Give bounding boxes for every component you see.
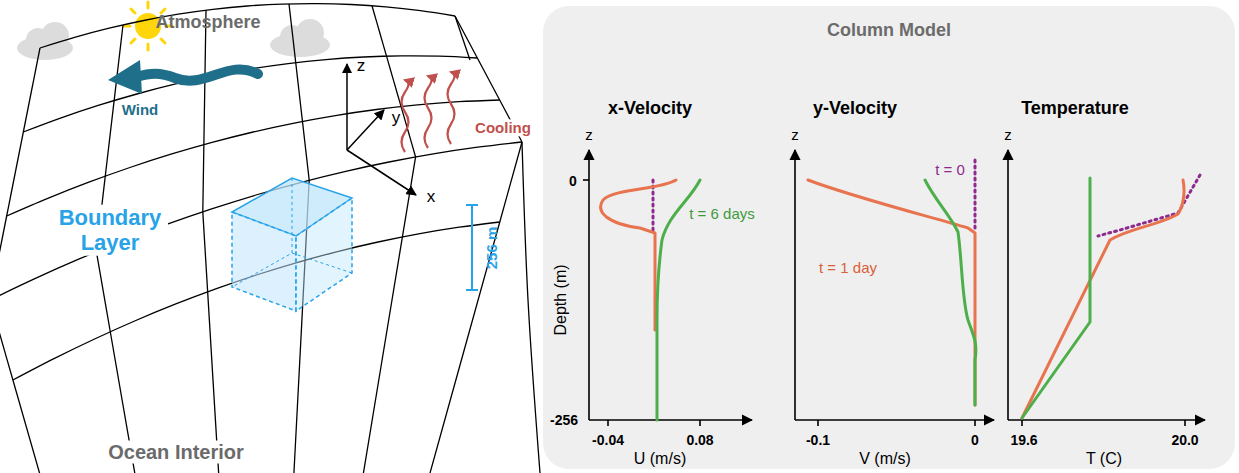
wind-arrow (108, 60, 258, 94)
cloud (270, 19, 330, 57)
tick-label: -0.1 (806, 432, 830, 448)
axis-title: Depth (m) (552, 264, 570, 335)
region-label: Atmosphere (155, 12, 260, 33)
axis-label: z (791, 126, 799, 143)
boundary-layer-cell (232, 178, 352, 311)
plot-title: y-Velocity (813, 98, 897, 119)
tick-label: 19.6 (1010, 432, 1037, 448)
axis-title: V (m/s) (859, 450, 911, 468)
tick-label: 0 (569, 173, 577, 189)
depth-bracket (466, 205, 478, 290)
tick-label: -0.04 (592, 432, 624, 448)
axis-label: x (427, 187, 436, 207)
axis-label: z (1004, 126, 1012, 143)
plot-title: x-Velocity (608, 98, 692, 119)
axis-label: y (392, 108, 401, 128)
tick-label: 20.0 (1171, 432, 1198, 448)
ocean-grid (0, 4, 540, 473)
axis-label: z (357, 56, 366, 76)
axis-label: z (585, 126, 593, 143)
coordinate-axes (347, 64, 416, 195)
cooling-label: Cooling (472, 119, 534, 136)
tick-label: -256 (550, 412, 578, 428)
panel-title: Column Model (543, 20, 1235, 41)
tick-label: 0.08 (686, 432, 713, 448)
curve-label: t = 6 days (686, 205, 757, 222)
curve-label: t = 1 day (816, 259, 880, 276)
region-label: Ocean Interior (105, 441, 247, 464)
dimension-label: 256 m (483, 227, 500, 270)
cooling-arrows (402, 72, 455, 152)
plot-title: Temperature (1021, 98, 1129, 119)
wind-label: Wind (122, 101, 159, 118)
panel-box: Column Model (543, 6, 1235, 469)
plot-axes (583, 150, 1205, 426)
layer-label: Boundary Layer (52, 205, 168, 256)
profile-curves (601, 160, 1200, 420)
axis-title: U (m/s) (634, 450, 686, 468)
curve-label: t = 0 (932, 161, 968, 178)
tick-label: 0 (971, 432, 979, 448)
axis-title: T (C) (1086, 450, 1122, 468)
